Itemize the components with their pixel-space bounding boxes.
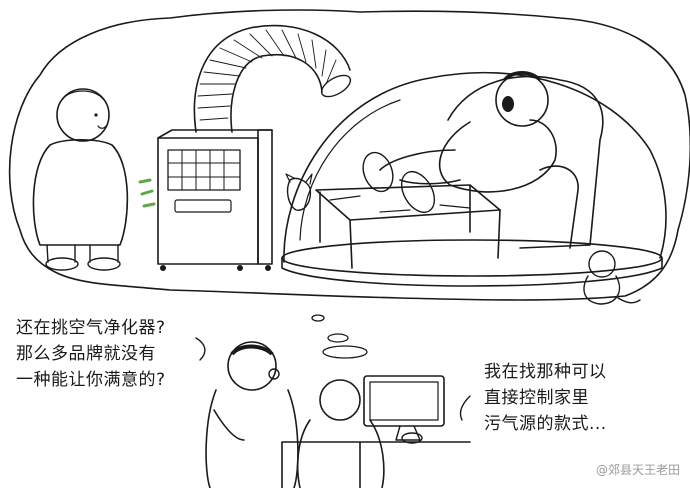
bottom-desk-scene bbox=[281, 375, 471, 489]
speech-line: 我在找那种可以 bbox=[484, 362, 607, 382]
speech-line: 那么多品牌就没有 bbox=[16, 344, 156, 364]
watermark-text: @郊县天王老田 bbox=[595, 463, 680, 477]
dome-base bbox=[281, 239, 663, 277]
bottom-standing-man bbox=[205, 341, 299, 489]
standing-man-figure bbox=[32, 88, 129, 271]
exhaust-marks bbox=[138, 178, 156, 208]
cat-figure-left bbox=[285, 173, 313, 211]
exhaust-hose bbox=[193, 24, 351, 133]
speech-line: 一种能让你满意的? bbox=[16, 370, 166, 390]
creature-figure-right bbox=[583, 250, 641, 305]
thought-bubble-dot bbox=[327, 333, 349, 343]
air-purifier bbox=[138, 129, 273, 271]
armchair bbox=[447, 75, 604, 249]
thought-cloud bbox=[8, 9, 690, 301]
glass-dome bbox=[283, 71, 667, 263]
thought-bubble-dot bbox=[322, 345, 368, 359]
seated-man-figure bbox=[362, 71, 557, 213]
speech-bubble-right: 我在找那种可以 直接控制家里 污气源的款式... bbox=[484, 359, 607, 437]
speech-bubble-left: 还在挑空气净化器? 那么多品牌就没有 一种能让你满意的? bbox=[16, 315, 166, 393]
speech-line: 直接控制家里 bbox=[484, 388, 589, 408]
speech-tail-right bbox=[459, 395, 471, 421]
coffee-table bbox=[315, 184, 501, 269]
thought-bubble-dot bbox=[311, 314, 325, 322]
speech-line: 污气源的款式... bbox=[484, 414, 607, 434]
speech-line: 还在挑空气净化器? bbox=[16, 318, 166, 338]
computer-monitor bbox=[363, 375, 445, 427]
speech-tail-left bbox=[195, 337, 206, 361]
